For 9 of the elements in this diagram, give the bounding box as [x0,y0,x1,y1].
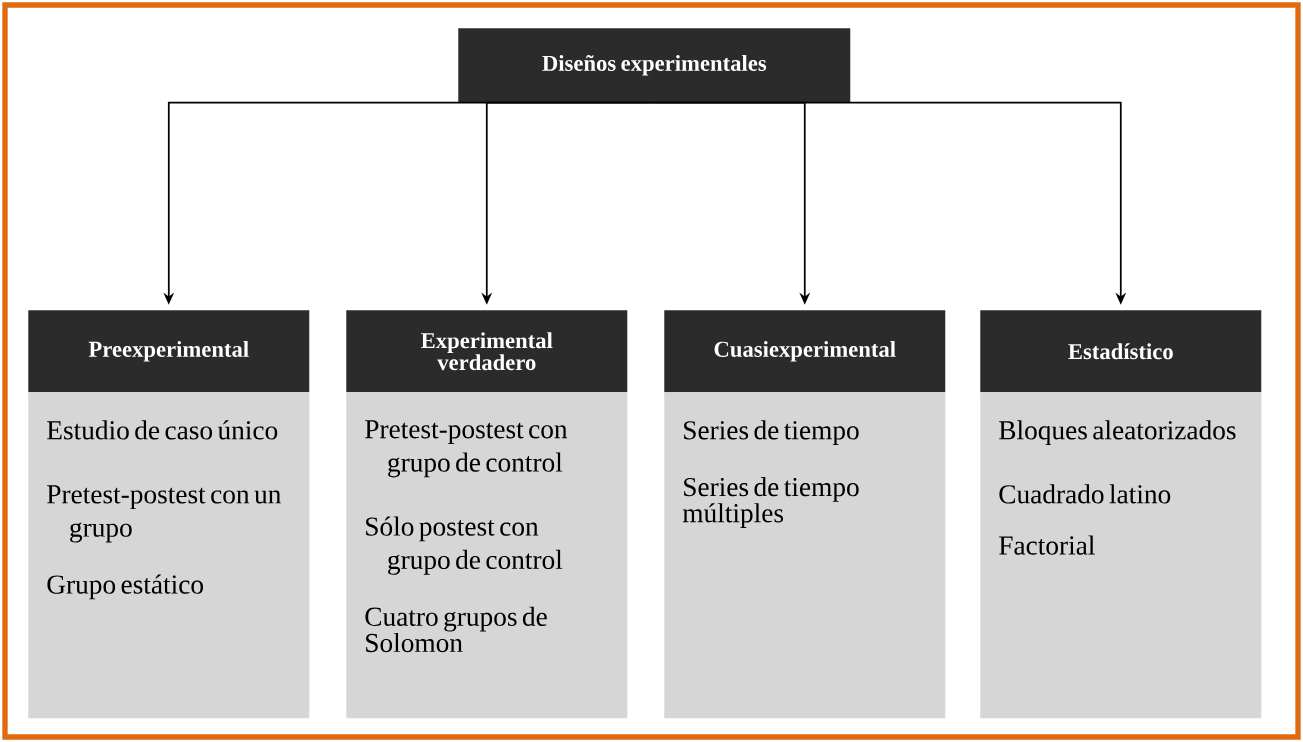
category-header: Experimental verdadero [346,310,628,393]
category-header: Preexperimental [28,310,310,393]
design-list-panel: Estudio de caso único Pretest-postest con un grupo Grupo estático [28,392,310,719]
design-list-panel: Series de tiempo Series de tiempo múltiples [664,392,946,719]
design-list-panel: Pretest-postest con grupo de control Sólo postest con grupo de control Cuatro grupos de Solomon [346,392,628,719]
design-list-panel: Bloques aleatorizados Cuadrado latino Factorial [980,392,1262,719]
category-header: Estadístico [980,310,1262,393]
title-box: Diseños experimentales [458,28,851,103]
category-header: Cuasiexperimental [664,310,946,393]
